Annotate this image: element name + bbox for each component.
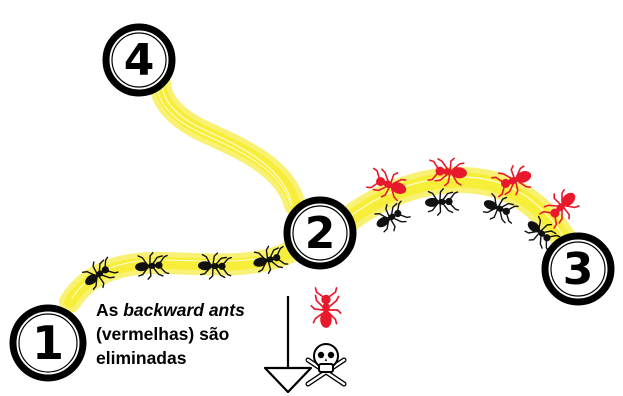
- node-1-label: 1: [32, 316, 64, 370]
- node-2: 2: [287, 200, 353, 266]
- node-2-label: 2: [305, 208, 336, 259]
- node-3: 3: [545, 236, 611, 302]
- caption: As backward ants (vermelhas) são elimina…: [96, 298, 286, 370]
- node-3-label: 3: [563, 244, 594, 295]
- caption-italic: backward ants: [123, 300, 245, 320]
- caption-prefix: As: [96, 300, 123, 320]
- caption-line-2: (vermelhas) são: [96, 322, 286, 346]
- caption-line-3: eliminadas: [96, 346, 286, 370]
- node-4: 4: [106, 27, 172, 93]
- red-ant-icon: [311, 288, 340, 328]
- trail-1-to-2: [70, 232, 322, 302]
- trail-4-to-2: [157, 82, 295, 206]
- node-4-label: 4: [124, 35, 155, 86]
- skull-and-crossbones-icon: [308, 344, 344, 384]
- node-1: 1: [13, 308, 83, 378]
